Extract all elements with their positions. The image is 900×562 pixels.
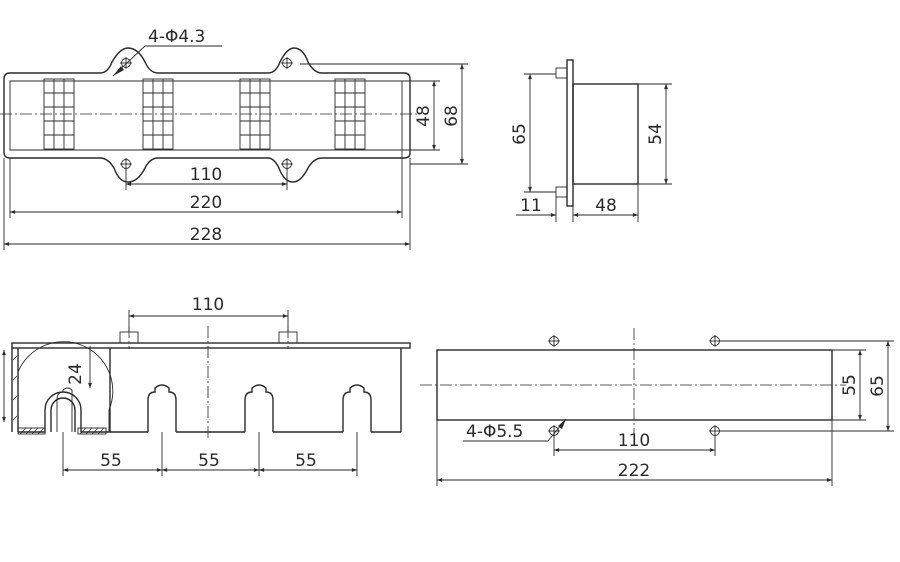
top-dim-110: 110 [190, 165, 222, 185]
cover-hole [548, 425, 560, 437]
cover-dim-65: 65 [868, 375, 888, 397]
top-hole-label: 4-Φ4.3 [148, 27, 205, 47]
front-body-outline [18, 348, 111, 433]
cover-view: 4-Φ5.5 110 222 55 65 [420, 328, 894, 486]
top-dim-68: 68 [442, 105, 462, 127]
front-dim-55-3: 55 [295, 451, 317, 471]
front-dim-110: 110 [192, 295, 224, 315]
terminal-block-4 [334, 78, 366, 150]
cover-dim-222: 222 [618, 461, 650, 481]
front-top-plate [11, 342, 411, 349]
terminal-block-1 [43, 78, 75, 150]
top-dim-228: 228 [190, 225, 222, 245]
terminal-block-2 [142, 78, 174, 150]
cover-dim-55: 55 [840, 374, 860, 396]
cover-hole [548, 335, 560, 347]
top-view-outline [3, 47, 411, 183]
front-dim-24: 24 [66, 363, 86, 385]
side-tab-bottom [555, 186, 568, 198]
front-section-view: 24 110 55 55 55 [2, 295, 411, 476]
side-dim-54: 54 [646, 123, 666, 145]
front-slot-2 [147, 384, 177, 432]
side-dim-11: 11 [520, 196, 542, 216]
mount-hole [281, 57, 293, 69]
front-slot-1-inner [56, 387, 73, 432]
front-dim-55-1: 55 [100, 451, 122, 471]
top-view-inner-rail [9, 80, 403, 151]
side-body [572, 83, 639, 185]
front-slot-4 [342, 384, 372, 432]
side-view: 65 54 11 48 [510, 59, 672, 222]
side-dim-48: 48 [595, 196, 617, 216]
front-hatch [12, 355, 107, 435]
side-dim-65: 65 [510, 123, 530, 145]
cover-dim-110: 110 [618, 431, 650, 451]
top-dim-48: 48 [414, 105, 434, 127]
side-tab-top [555, 67, 568, 79]
mount-hole [120, 57, 132, 69]
side-flange [566, 59, 574, 207]
terminal-block-3 [239, 78, 271, 150]
top-dim-220: 220 [190, 193, 222, 213]
front-dim-55-2: 55 [198, 451, 220, 471]
cover-hole [709, 335, 721, 347]
top-view: 4-Φ4.3 110 220 228 48 68 [0, 27, 468, 250]
cover-hole [709, 425, 721, 437]
cover-hole-label: 4-Φ5.5 [466, 422, 523, 442]
front-radius-arc [17, 341, 114, 432]
front-slot-3 [244, 384, 274, 432]
